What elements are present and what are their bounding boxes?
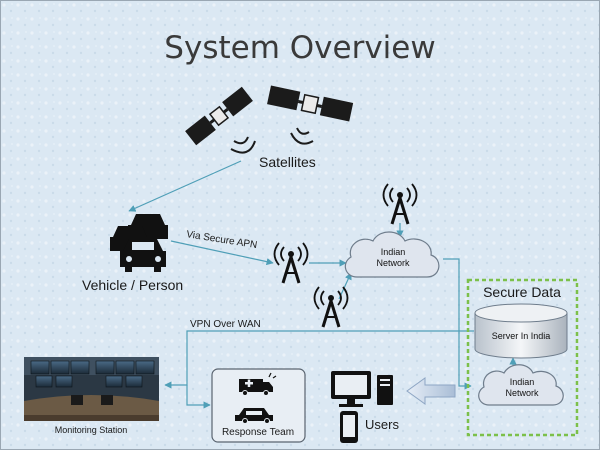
indian-network-label-line1: Indian xyxy=(381,247,406,257)
monitoring-station-label: Monitoring Station xyxy=(55,425,128,435)
data-flow-arrow-icon xyxy=(406,377,456,405)
ambulance-icon xyxy=(239,372,277,396)
connectors xyxy=(128,160,517,409)
vpn-connector xyxy=(164,330,474,389)
secure-data-zone xyxy=(466,278,579,437)
police-car-icon xyxy=(235,408,273,424)
secure-network-cloud: Indian Network xyxy=(478,364,564,406)
desktop-computer-icon xyxy=(331,371,393,407)
cell-tower-icon xyxy=(273,242,309,284)
server-label: Server In India xyxy=(492,331,551,341)
secure-data-label: Secure Data xyxy=(483,284,561,300)
satellites-label: Satellites xyxy=(259,154,316,170)
station-to-response-connector xyxy=(186,385,211,409)
vpn-label: VPN Over WAN xyxy=(190,319,261,330)
vehicle-icon xyxy=(110,214,168,272)
secure-network-label-line1: Indian xyxy=(510,377,535,387)
response-team-label: Response Team xyxy=(222,427,294,438)
users-label: Users xyxy=(365,417,399,432)
page-title: System Overview xyxy=(164,30,435,66)
cell-tower-icon xyxy=(313,286,349,328)
satellite-to-vehicle-connector xyxy=(128,160,242,212)
response-team-box xyxy=(211,368,306,443)
secure-network-label-line2: Network xyxy=(505,388,539,398)
server-database-icon: Server In India xyxy=(474,303,568,359)
satellite-icon xyxy=(267,85,354,122)
indian-network-cloud: Indian Network xyxy=(344,231,440,278)
vehicle-label: Vehicle / Person xyxy=(82,277,183,293)
network-to-secure-network-connector xyxy=(443,258,472,390)
indian-network-label-line2: Network xyxy=(376,258,410,268)
signal-waves-icon xyxy=(230,127,314,154)
monitoring-station-photo xyxy=(24,357,159,421)
satellite-icon xyxy=(185,86,253,146)
cell-tower-icon xyxy=(382,183,418,225)
vehicle-to-tower-connector xyxy=(170,240,274,266)
mobile-phone-icon xyxy=(340,411,358,443)
